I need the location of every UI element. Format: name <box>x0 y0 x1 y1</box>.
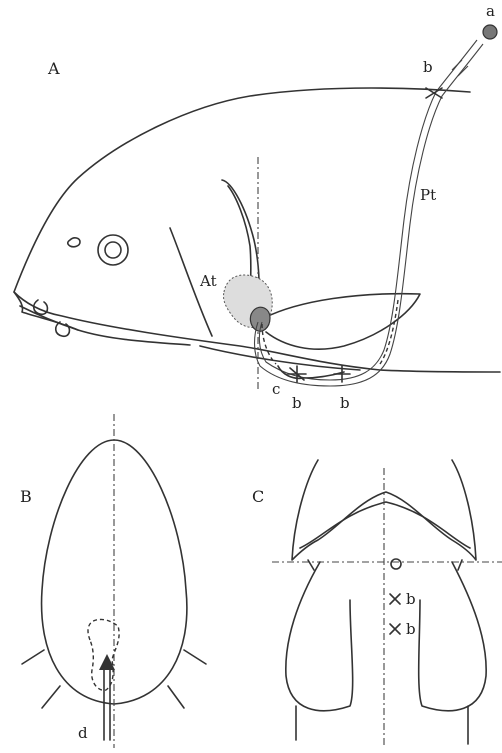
eye-outer <box>98 235 128 265</box>
fish-mouth <box>14 292 190 345</box>
head-inner-c <box>300 502 470 548</box>
nostril <box>68 238 80 247</box>
fin-left-lower <box>42 686 60 708</box>
label-b-c-2: b <box>406 620 416 638</box>
tube-break-mark <box>452 60 468 76</box>
panel-c: C b b <box>252 460 502 748</box>
fin-right-upper <box>184 650 206 664</box>
label-b-bottom-2: b <box>340 394 350 412</box>
label-b-top: b <box>423 58 433 76</box>
label-b-bottom-1: b <box>292 394 302 412</box>
label-a: a <box>486 2 495 20</box>
label-d: d <box>78 724 88 742</box>
label-b-c-1: b <box>406 590 416 608</box>
eye-inner <box>105 242 121 258</box>
vent-circle <box>391 559 401 569</box>
panel-a: A At <box>14 2 500 412</box>
at-label: At <box>199 272 217 290</box>
pelvic-lobe-left <box>286 562 353 711</box>
suture-b-bottom-1 <box>288 366 306 382</box>
suture-x-2 <box>390 624 400 634</box>
suture-x-1 <box>390 594 400 604</box>
a-bulb <box>483 25 497 39</box>
fin-left-upper <box>22 650 44 664</box>
fin-right-lower <box>168 686 184 708</box>
panel-b: B d <box>20 414 206 748</box>
label-c: c <box>272 380 280 398</box>
pelvic-lobe-right <box>419 562 486 711</box>
label-pt: Pt <box>420 186 436 204</box>
tube-pt-inner <box>255 44 484 386</box>
panel-a-label: A <box>47 59 60 78</box>
panel-c-label: C <box>252 487 264 506</box>
belly-line <box>200 346 360 370</box>
panel-b-label: B <box>20 487 32 506</box>
pelvic-fin <box>264 294 420 349</box>
